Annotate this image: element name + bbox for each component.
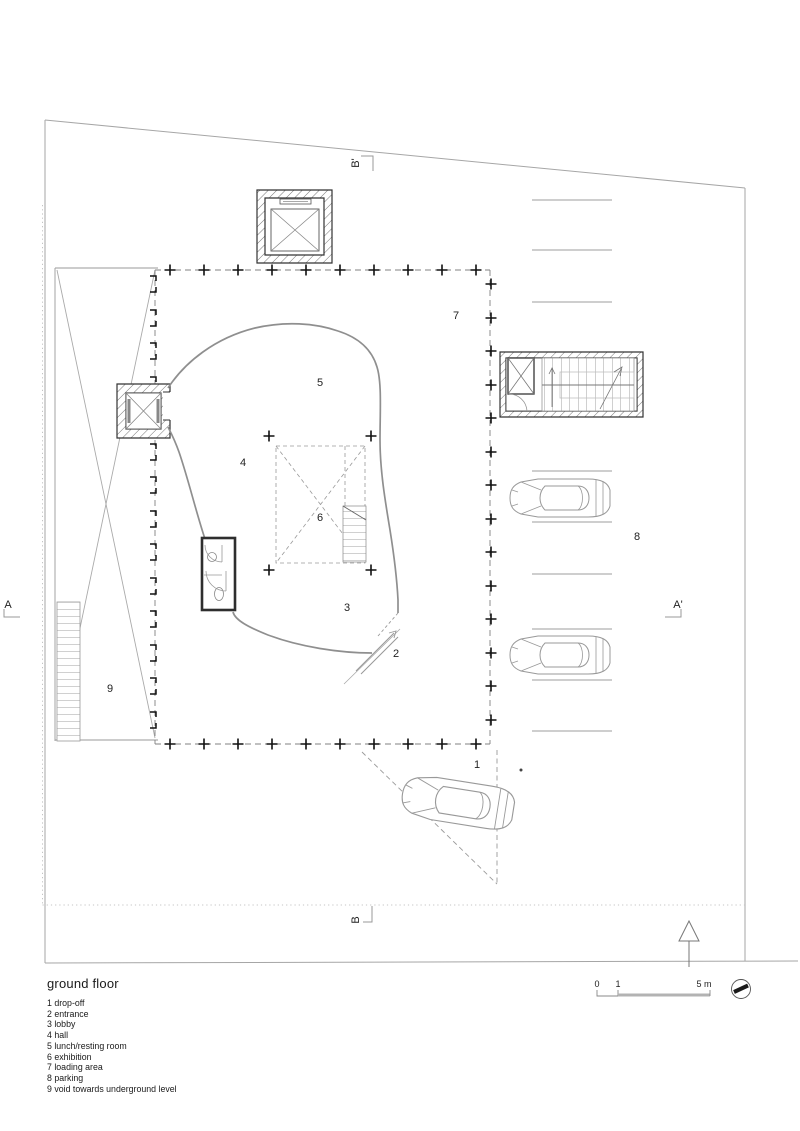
- section-marker-b: B: [350, 916, 362, 923]
- entrance-path-line: [343, 628, 401, 685]
- entrance: [343, 612, 401, 685]
- elevator-shaft-left: [116, 383, 171, 439]
- lobby-wall-left: [167, 426, 206, 540]
- entrance-ramp-lines: [355, 632, 399, 675]
- void-area: [54, 267, 158, 742]
- scale-one-label: 1: [615, 979, 620, 989]
- room-number-exhibition: 6: [317, 512, 323, 524]
- scale-five-label: 5 m: [696, 979, 711, 989]
- toilet-fixture: [214, 587, 224, 601]
- dropoff-car: [398, 772, 518, 833]
- room-number-lobby: 3: [344, 602, 350, 614]
- building-grid: [154, 269, 491, 745]
- toilet-door-arcs: [204, 544, 227, 592]
- site-dot: [519, 768, 523, 772]
- legend-item-drop-off: 1 drop-off: [47, 998, 85, 1008]
- legend-item-hall: 4 hall: [47, 1030, 69, 1041]
- toilet-room: [200, 536, 237, 612]
- scale-zero-label: 0: [594, 979, 599, 989]
- elevator-shaft-top: [256, 189, 333, 264]
- lobby-wall: [167, 322, 399, 654]
- legend-item-void: 9 void towards underground level: [47, 1083, 177, 1094]
- entrance-door-dashed: [377, 612, 399, 637]
- section-markers: A A' B' B: [3, 155, 683, 924]
- legend-item-loading-area: 7 loading area: [47, 1062, 103, 1073]
- section-marker-b-prime: B': [350, 158, 362, 167]
- legend-item-exhibition: 6 exhibition: [47, 1051, 92, 1062]
- stair-direction-arrows: [548, 366, 623, 410]
- room-number-loading: 7: [453, 310, 459, 322]
- lobby-wall-lower: [232, 611, 373, 654]
- legend-item-lobby: 3 lobby: [47, 1019, 76, 1030]
- room-number-hall: 4: [240, 457, 246, 469]
- legend-item-parking: 8 parking: [47, 1072, 84, 1083]
- plan-title: ground floor: [47, 976, 119, 991]
- room-number-entrance: 2: [393, 648, 399, 660]
- lobby-wall-upper: [167, 322, 399, 613]
- parked-car-1: [509, 478, 611, 518]
- room-number-labels: 1 2 3 4 5 6 7 8 9: [107, 310, 640, 771]
- room-number-drop-off: 1: [474, 759, 480, 771]
- legend-item-entrance: 2 entrance: [47, 1008, 89, 1019]
- room-number-parking: 8: [634, 531, 640, 543]
- parked-car-2: [509, 635, 611, 675]
- exhibition-stair: [342, 505, 367, 563]
- void-stair: [56, 601, 81, 742]
- stair-core-right: [499, 351, 644, 418]
- section-marker-a-prime: A': [673, 599, 682, 611]
- exhibition-area: [262, 429, 378, 577]
- room-number-void: 9: [107, 683, 113, 695]
- room-number-lunch-resting: 5: [317, 377, 323, 389]
- site-boundary-top-edge: [44, 119, 746, 189]
- north-arrow-icon: [678, 919, 700, 967]
- dropoff-zone: [361, 750, 523, 885]
- legend-item-lunch-resting-room: 5 lunch/resting room: [47, 1040, 127, 1051]
- grid-crosses: [163, 263, 498, 751]
- orientation-marker-icon: [731, 979, 751, 999]
- section-marker-a: A: [4, 599, 12, 611]
- parking-stall-lines: [532, 199, 612, 732]
- stair-core-door-arc: [508, 393, 528, 412]
- site-boundary-bottom-edge: [44, 960, 799, 964]
- entrance-arrow-head: [388, 630, 397, 639]
- site-boundary: [42, 119, 799, 964]
- stair-treads: [541, 357, 635, 412]
- parking-area: [509, 199, 612, 732]
- scale-bar: 0 1 5 m: [594, 979, 712, 997]
- legend: ground floor 1 drop-off 2 entrance 3 lob…: [47, 976, 177, 1094]
- washbasin: [207, 552, 217, 562]
